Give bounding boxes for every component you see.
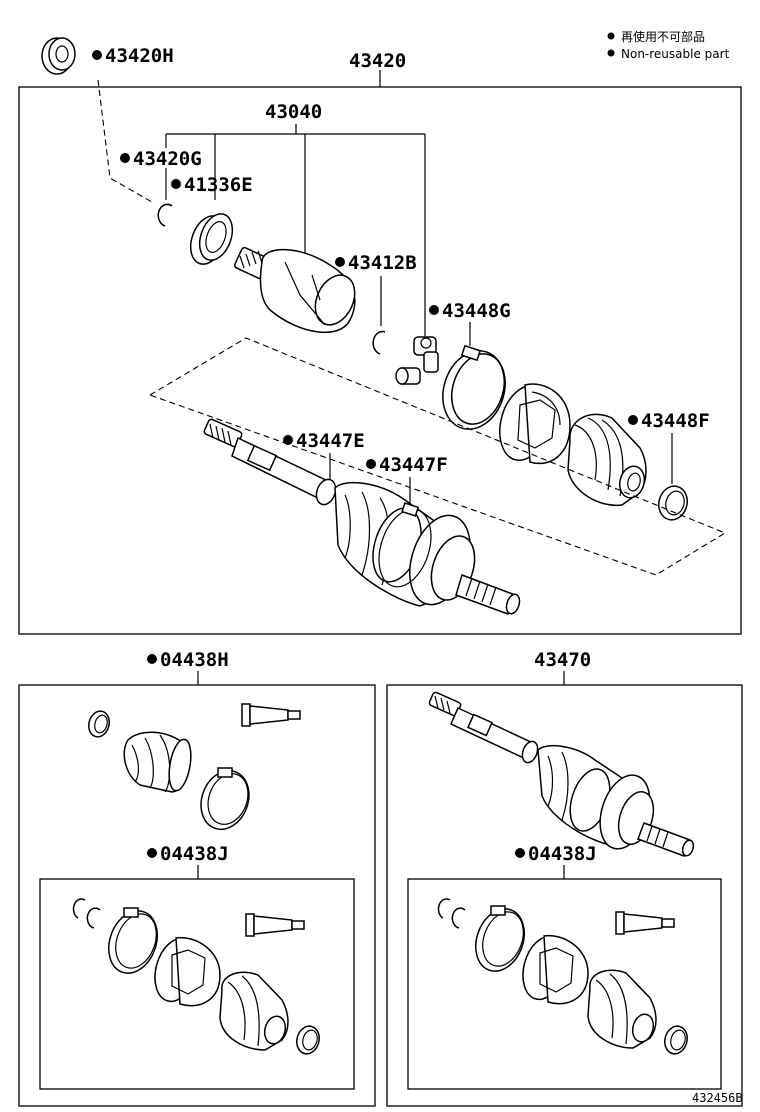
kit-04438j-left-small-band[interactable]	[294, 1024, 322, 1057]
part-tripod-joint[interactable]	[395, 336, 439, 385]
part-41336e-ring[interactable]	[184, 209, 238, 269]
kit-04438h-boot-band[interactable]	[193, 764, 257, 836]
bullet-icon	[607, 49, 615, 57]
part-43420h-seal[interactable]	[41, 37, 76, 75]
non-reusable-bullet-icon	[120, 153, 130, 163]
non-reusable-bullet-icon	[147, 654, 157, 664]
non-reusable-bullet-icon	[515, 848, 525, 858]
kit-04438j-left-circlip[interactable]	[72, 898, 101, 929]
kit-04438j-right-outer-boot[interactable]	[587, 969, 657, 1049]
part-outer-boot[interactable]	[567, 413, 648, 507]
non-reusable-bullet-icon	[283, 435, 293, 445]
non-reusable-bullet-icon	[366, 459, 376, 469]
label-43447e[interactable]: 43447E	[296, 430, 365, 452]
label-04438j-left[interactable]: 04438J	[160, 843, 229, 865]
kit-04438j-right-band[interactable]	[467, 902, 532, 978]
kit-04438j-left-frame	[39, 878, 355, 1090]
part-43412b-snap-ring[interactable]	[372, 330, 386, 355]
label-43420g[interactable]: 43420G	[133, 148, 202, 170]
dashed-leader	[97, 79, 153, 203]
label-43420h[interactable]: 43420H	[105, 45, 174, 67]
kit-04438j-left-outer-boot[interactable]	[219, 971, 289, 1051]
kit-04438h-outer-boot[interactable]	[123, 731, 194, 793]
kit-04438j-right-inner-boot[interactable]	[516, 932, 589, 1005]
label-43448f[interactable]: 43448F	[641, 410, 710, 432]
label-43447f[interactable]: 43447F	[379, 454, 448, 476]
kit-04438h-frame	[18, 684, 376, 1107]
kit-04438j-right-grease-tube[interactable]	[615, 911, 675, 935]
label-43448g[interactable]: 43448G	[442, 300, 511, 322]
non-reusable-bullet-icon	[147, 848, 157, 858]
legend-english: Non-reusable part	[621, 47, 730, 61]
bullet-icon	[607, 32, 615, 40]
label-04438h[interactable]: 04438H	[160, 649, 229, 671]
kit-04438j-left-band[interactable]	[100, 904, 165, 980]
label-43470[interactable]: 43470	[534, 649, 591, 671]
diagram-code: 432456B	[692, 1091, 743, 1105]
non-reusable-bullet-icon	[628, 415, 638, 425]
non-reusable-bullet-icon	[92, 50, 102, 60]
part-43448g-boot-band[interactable]	[433, 343, 515, 438]
kit-04438j-left-grease-tube[interactable]	[245, 913, 305, 937]
legend: 再使用不可部品 Non-reusable part	[607, 29, 730, 61]
non-reusable-bullet-icon	[171, 179, 181, 189]
part-drive-shaft-outer-joint[interactable]	[203, 418, 521, 615]
kit-04438j-right-small-band[interactable]	[662, 1024, 690, 1057]
kit-04438j-left-inner-boot[interactable]	[148, 934, 221, 1007]
kit-04438h-grease-tube[interactable]	[241, 703, 301, 727]
kit-04438h-small-band[interactable]	[86, 709, 112, 739]
part-43420g-circlip[interactable]	[157, 203, 173, 227]
legend-japanese: 再使用不可部品	[621, 29, 705, 44]
non-reusable-bullet-icon	[429, 305, 439, 315]
part-inner-boot[interactable]	[492, 380, 571, 466]
part-43470-drive-shaft[interactable]	[428, 691, 695, 858]
label-41336e[interactable]: 41336E	[184, 174, 253, 196]
kit-04438j-right-circlip[interactable]	[437, 898, 466, 929]
label-43040[interactable]: 43040	[265, 101, 322, 123]
part-43448f-small-band[interactable]	[655, 483, 691, 523]
part-43447f-band[interactable]	[370, 502, 440, 594]
part-outer-race-housing[interactable]	[233, 246, 363, 333]
dashed-assembly-envelope	[148, 337, 727, 576]
kit-04438j-right-frame	[407, 878, 722, 1090]
non-reusable-bullet-icon	[335, 257, 345, 267]
label-43412b[interactable]: 43412B	[348, 252, 417, 274]
label-04438j-right[interactable]: 04438J	[528, 843, 597, 865]
label-43420[interactable]: 43420	[349, 50, 406, 72]
